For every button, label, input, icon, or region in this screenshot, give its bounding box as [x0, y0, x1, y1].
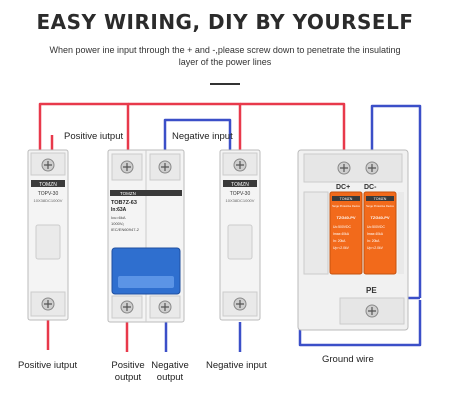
spd-module-left-uc: Uc:500VDC: [333, 225, 351, 229]
breaker-line3: IEC/EN60947-2: [111, 227, 140, 232]
spd-module-left-up: Up:<2.0kV: [333, 246, 350, 250]
breaker-rating: In:63A: [111, 207, 127, 213]
fuse-right-model: TOPV-30: [230, 191, 251, 197]
spd-module-left-imax: Imax:40kA: [333, 232, 350, 236]
breaker-line2: 1000Vₒ: [111, 221, 125, 226]
wire-positive-fuse-top: [38, 102, 130, 150]
label-negative-bottom: Negative input: [206, 360, 267, 371]
spd-terminal-minus: DC-: [364, 184, 377, 191]
spd-module-right-in: In: 20kA: [367, 239, 380, 243]
label-positive-top: Positive iutput: [64, 131, 124, 142]
dc-breaker: TOMZN TOB7Z-63 In:63A Icu=6kA 1000Vₒ IEC…: [107, 149, 185, 323]
page-title: EASY WIRING, DIY BY YOURSELF: [36, 10, 414, 34]
spd-terminal-plus: DC+: [336, 184, 350, 191]
surge-protective-device: DC+ DC- TOMZN Surge Protective Device TZ…: [297, 149, 409, 331]
spd-module-left-name: Surge Protective Device: [332, 204, 360, 208]
wire-positive-spd-top: [240, 102, 346, 150]
fuse-right-brand: TOMZN: [231, 182, 249, 188]
label-ground-wire: Ground wire: [322, 354, 374, 365]
spd-module-right-up: Up:<2.0kV: [367, 246, 384, 250]
title-divider: [210, 83, 240, 85]
breaker-line1: Icu=6kA: [111, 215, 126, 220]
label-positive-output: Positive output: [111, 360, 145, 383]
fuse-left-brand: TOMZN: [39, 182, 57, 188]
spd-module-left: TOMZN Surge Protective Device TZG40-PV U…: [329, 191, 363, 275]
fuse-right-spec: 10X38DC1000V: [226, 198, 255, 203]
fuse-left-spec: 10X38DC1000V: [34, 198, 63, 203]
breaker-model: TOB7Z-63: [111, 200, 137, 206]
spd-module-right-brand: TOMZN: [374, 197, 387, 201]
fuse-holder-left: TOMZN TOPV-30 10X38DC1000V: [27, 149, 69, 321]
spd-module-left-brand: TOMZN: [340, 197, 353, 201]
label-negative-output: Negative output: [151, 360, 189, 383]
spd-module-right-uc: Uc:500VDC: [367, 225, 385, 229]
spd-module-left-model: TZG40-PV: [336, 215, 355, 220]
wire-positive-spd: [128, 102, 242, 150]
spd-pe-label: PE: [366, 286, 377, 295]
fuse-holder-right: TOMZN TOPV-30 10X38DC1000V: [219, 149, 261, 321]
spd-module-left-in: In: 20kA: [333, 239, 346, 243]
breaker-brand: TOMZN: [120, 191, 136, 196]
wire-negative-top: [163, 118, 232, 150]
label-positive-bottom: Positive iutput: [18, 360, 78, 371]
fuse-left-model: TOPV-30: [38, 191, 59, 197]
spd-module-right-name: Surge Protective Device: [366, 204, 394, 208]
spd-module-right: TOMZN Surge Protective Device TZG40-PV U…: [363, 191, 397, 275]
spd-module-right-imax: Imax:40kA: [367, 232, 384, 236]
page-subtitle: When power ine input through the + and -…: [49, 45, 401, 67]
wire-negative-spd: [370, 104, 422, 298]
spd-module-right-model: TZG40-PV: [370, 215, 389, 220]
label-negative-top: Negative input: [172, 131, 233, 142]
